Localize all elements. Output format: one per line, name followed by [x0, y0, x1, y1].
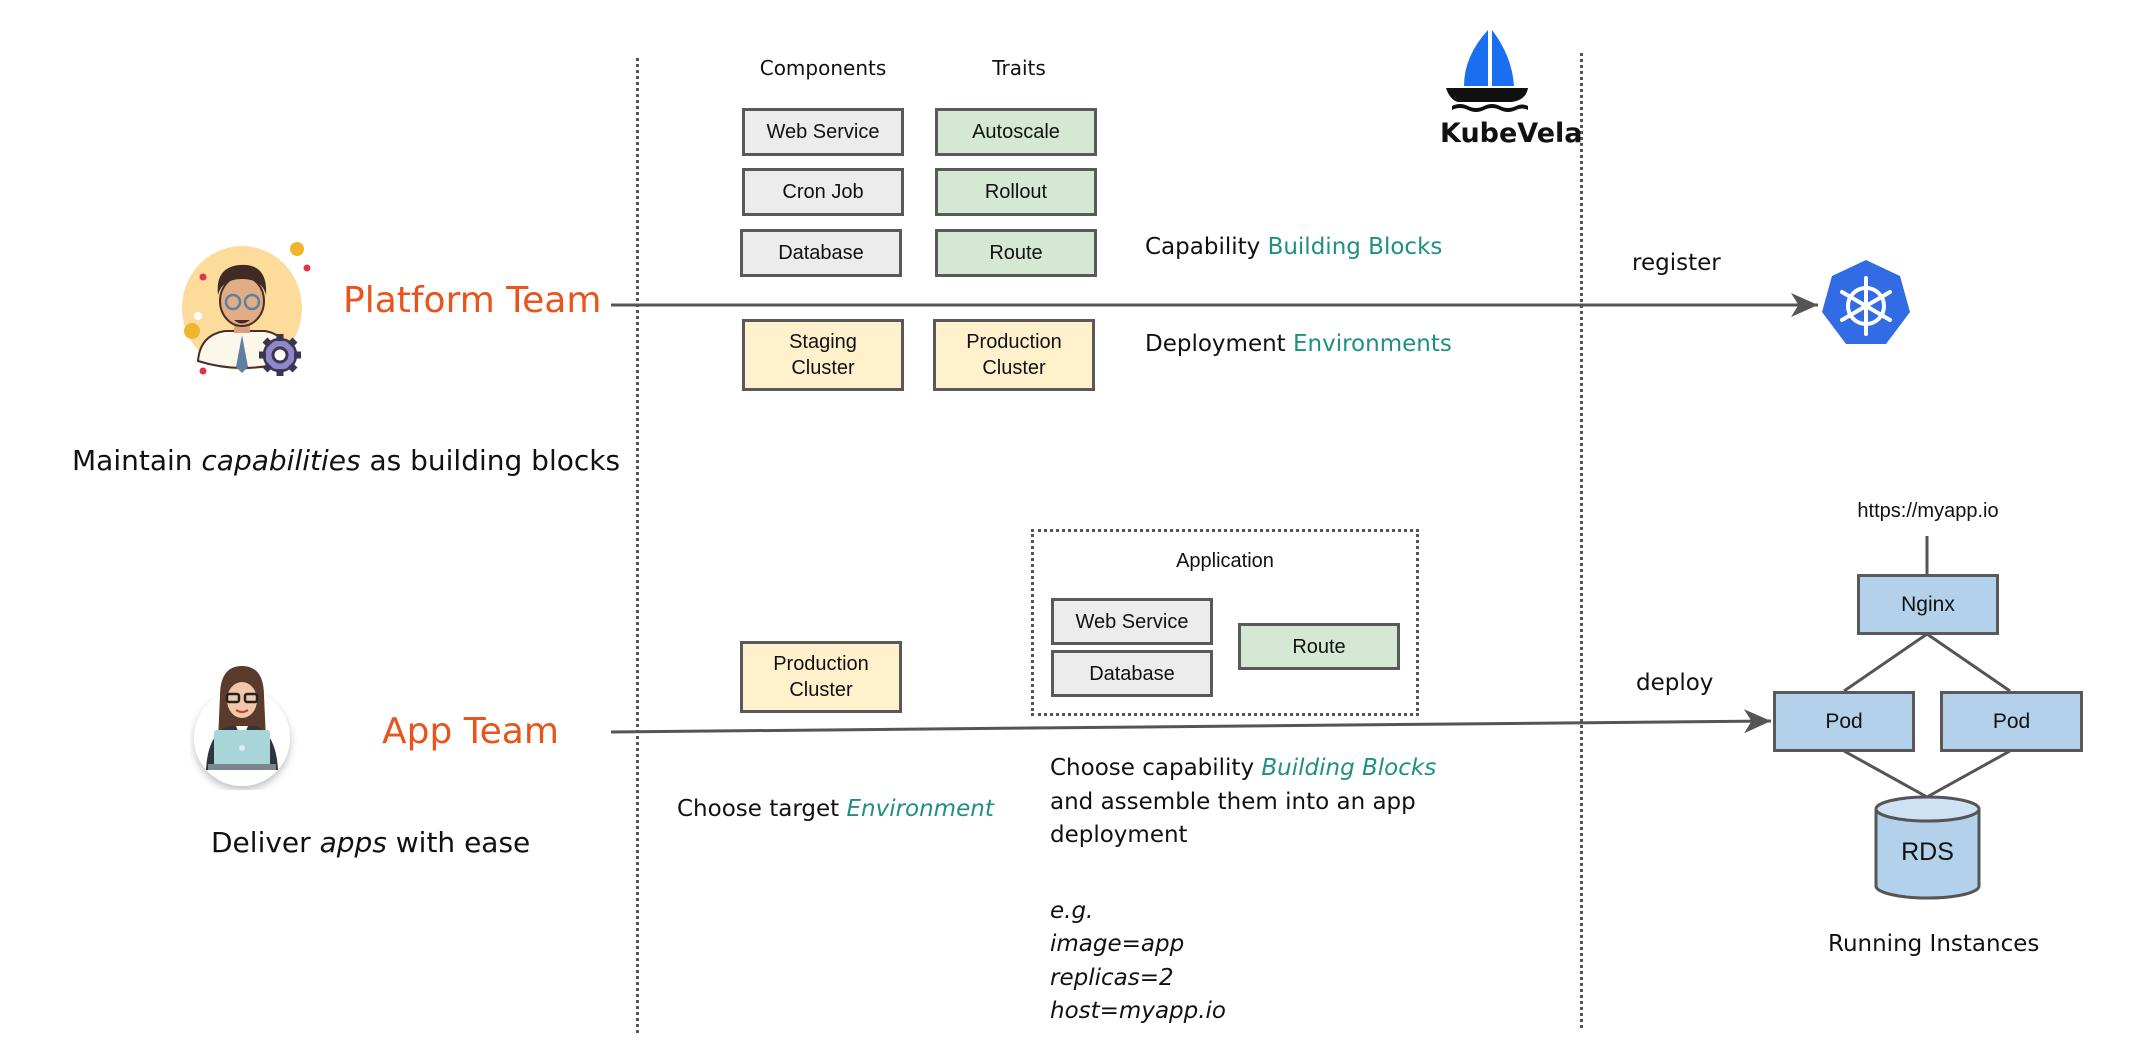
trait-rollout[interactable]: Rollout — [935, 168, 1097, 216]
application-component-database[interactable]: Database — [1051, 650, 1213, 697]
environment-label-accent: Environments — [1293, 331, 1452, 357]
application-trait-route[interactable]: Route — [1238, 623, 1400, 670]
sailboat-icon — [1446, 30, 1528, 112]
platform-team-caption-pre: Maintain — [72, 444, 202, 477]
platform-team-caption-post: as building blocks — [360, 444, 621, 477]
platform-team-caption: Maintain capabilities as building blocks — [72, 444, 620, 477]
environment-production-cluster[interactable]: Production Cluster — [933, 319, 1095, 391]
example-line: host=myapp.io — [1050, 998, 1227, 1024]
nginx-to-pod2-line — [1926, 632, 2011, 693]
app-team-caption-pre: Deliver — [211, 826, 320, 859]
component-web-service[interactable]: Web Service — [742, 108, 904, 156]
choose-blocks-line3: deployment — [1050, 822, 1188, 848]
trait-autoscale[interactable]: Autoscale — [935, 108, 1097, 156]
capability-label-pre: Capability — [1145, 234, 1268, 260]
choose-blocks-pre: Choose capability — [1050, 755, 1262, 781]
kubernetes-logo — [1820, 258, 1912, 355]
choose-blocks-line2: and assemble them into an app — [1050, 788, 1416, 815]
right-separator — [1580, 53, 1583, 1028]
app-team-caption: Deliver apps with ease — [211, 826, 530, 859]
application-title: Application — [1176, 550, 1274, 572]
app-team-caption-post: with ease — [386, 826, 531, 859]
app-team-title: App Team — [382, 711, 559, 752]
environment-production-line1: Production — [966, 331, 1062, 353]
pod1-to-rds-line — [1843, 749, 1928, 799]
running-instances-caption: Running Instances — [1828, 931, 2040, 957]
deploy-label: deploy — [1636, 670, 1714, 696]
rds-label[interactable]: RDS — [1901, 838, 1954, 866]
spacer — [1050, 853, 1436, 895]
capability-building-blocks-label: Capability Building Blocks — [1145, 234, 1442, 260]
selected-environment-line1: Production — [773, 653, 869, 675]
kubernetes-helm-icon — [1822, 260, 1910, 344]
components-heading: Components — [759, 56, 887, 80]
platform-team-avatar — [170, 235, 320, 390]
environment-production-line2: Cluster — [982, 357, 1046, 379]
register-label: register — [1632, 250, 1721, 276]
platform-team-caption-emphasis: capabilities — [201, 444, 361, 477]
kubevela-wordmark: KubeVela — [1440, 118, 1583, 149]
example-line: image=app — [1050, 931, 1185, 957]
environment-staging-line2: Cluster — [791, 357, 855, 379]
application-container[interactable] — [1031, 529, 1419, 716]
choose-environment-label: Choose target Environment — [677, 796, 994, 822]
app-url[interactable]: https://myapp.io — [1857, 500, 1999, 522]
environment-staging-cluster[interactable]: Staging Cluster — [742, 319, 904, 391]
app-team-avatar — [190, 660, 300, 795]
app-team-caption-emphasis: apps — [319, 826, 387, 859]
selected-environment-line2: Cluster — [789, 679, 853, 701]
capability-label-accent: Building Blocks — [1267, 234, 1443, 260]
developer-with-gear-icon — [182, 242, 311, 376]
developer-with-laptop-icon — [194, 666, 290, 786]
component-database[interactable]: Database — [740, 229, 902, 277]
environment-label-pre: Deployment — [1145, 331, 1293, 357]
choose-blocks-line1: Choose capability Building Blocks — [1050, 752, 1436, 786]
choose-blocks-accent: Building Blocks — [1261, 755, 1437, 781]
nginx-to-pod1-line — [1843, 632, 1928, 693]
environment-staging-line1: Staging — [789, 331, 857, 353]
platform-team-title: Platform Team — [343, 280, 602, 321]
example-line: e.g. — [1050, 897, 1094, 924]
trait-route[interactable]: Route — [935, 229, 1097, 277]
left-separator — [636, 58, 639, 1033]
deploy-arrow — [610, 709, 1772, 734]
choose-environment-accent: Environment — [846, 796, 994, 822]
choose-building-blocks-description: Choose capability Building Blocks and as… — [1050, 752, 1436, 1029]
traits-heading: Traits — [992, 56, 1046, 80]
nginx-instance[interactable]: Nginx — [1857, 574, 1999, 635]
pod-instance[interactable]: Pod — [1940, 691, 2083, 752]
pod-instance[interactable]: Pod — [1773, 691, 1915, 752]
application-component-web-service[interactable]: Web Service — [1051, 598, 1213, 645]
rds-cylinder — [1874, 795, 1981, 900]
example-line: replicas=2 — [1050, 964, 1174, 991]
deployment-environments-label: Deployment Environments — [1145, 331, 1452, 357]
pod2-to-rds-line — [1926, 749, 2011, 799]
component-cron-job[interactable]: Cron Job — [742, 168, 904, 216]
kubevela-logo: KubeVela — [1440, 28, 1583, 149]
selected-environment-production-cluster[interactable]: Production Cluster — [740, 641, 902, 713]
choose-environment-pre: Choose target — [677, 796, 847, 822]
